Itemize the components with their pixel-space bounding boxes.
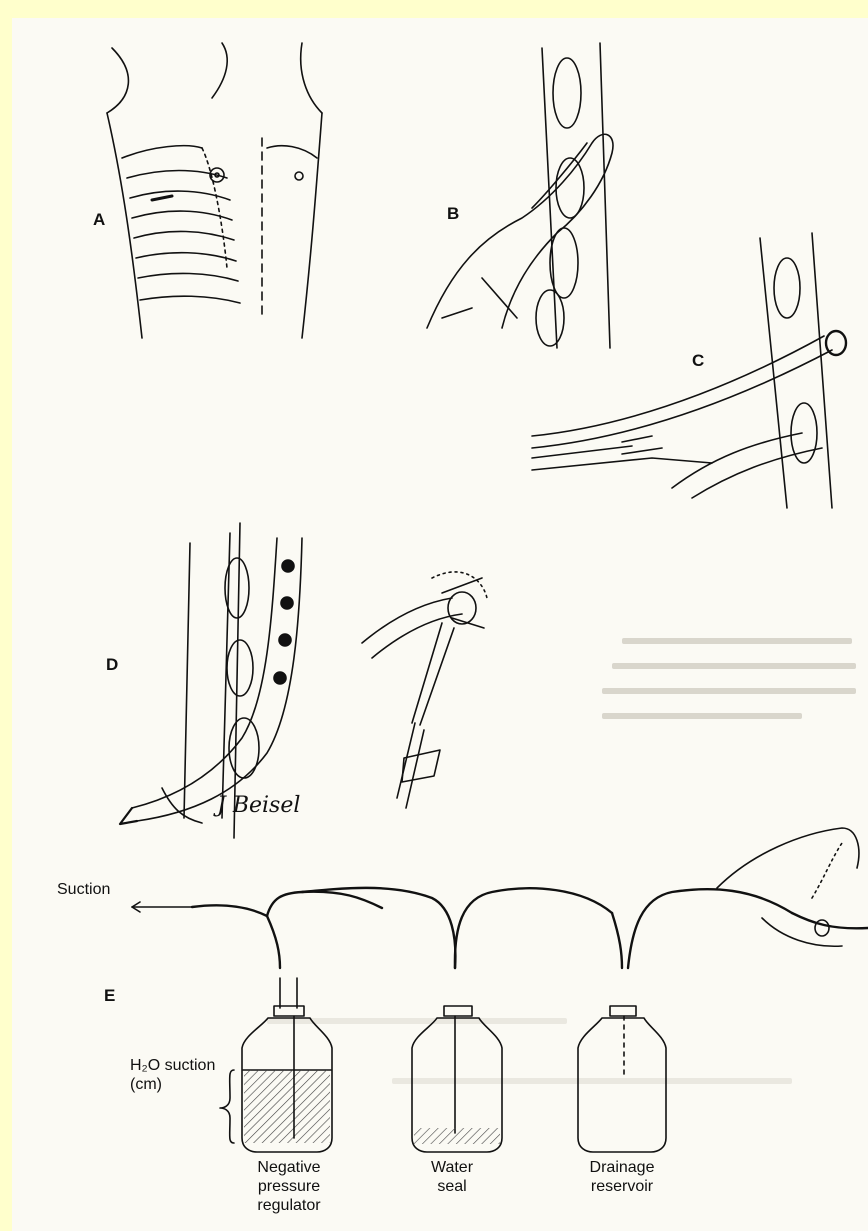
suction-label: Suction: [57, 880, 110, 899]
sutured-tube-detail-drawing: [362, 572, 487, 808]
caption-line: Negative: [234, 1158, 344, 1177]
bottle-caption-negative-pressure-regulator: Negative pressure regulator: [234, 1158, 344, 1215]
caption-line: pressure: [234, 1177, 344, 1196]
panel-a-torso-drawing: [107, 43, 322, 338]
caption-line: seal: [407, 1177, 497, 1196]
panel-c-clamp-and-tube-drawing: [532, 233, 846, 508]
panel-label-d: D: [106, 655, 118, 675]
caption-line: Drainage: [567, 1158, 677, 1177]
panel-label-a: A: [93, 210, 105, 230]
panel-b-finger-dissection-drawing: [427, 43, 613, 348]
chest-tube-illustration: [12, 18, 868, 1231]
caption-line: reservoir: [567, 1177, 677, 1196]
caption-line: Water: [407, 1158, 497, 1177]
panel-d-tube-placement-drawing: [120, 523, 302, 838]
pressure-label-line1: H₂O suction: [130, 1056, 215, 1075]
panel-label-b: B: [447, 204, 459, 224]
panel-e-drainage-system-drawing: [132, 828, 868, 1152]
panel-label-e: E: [104, 986, 115, 1006]
pressure-label-line2: (cm): [130, 1075, 162, 1094]
panel-label-c: C: [692, 351, 704, 371]
illustrator-signature: J Beisel: [217, 793, 300, 818]
caption-line: regulator: [234, 1196, 344, 1215]
bottle-caption-drainage-reservoir: Drainage reservoir: [567, 1158, 677, 1196]
scanned-figure-sheet: A B C D E J Beisel Suction H₂O suction (…: [12, 18, 868, 1231]
bottle-caption-water-seal: Water seal: [407, 1158, 497, 1196]
